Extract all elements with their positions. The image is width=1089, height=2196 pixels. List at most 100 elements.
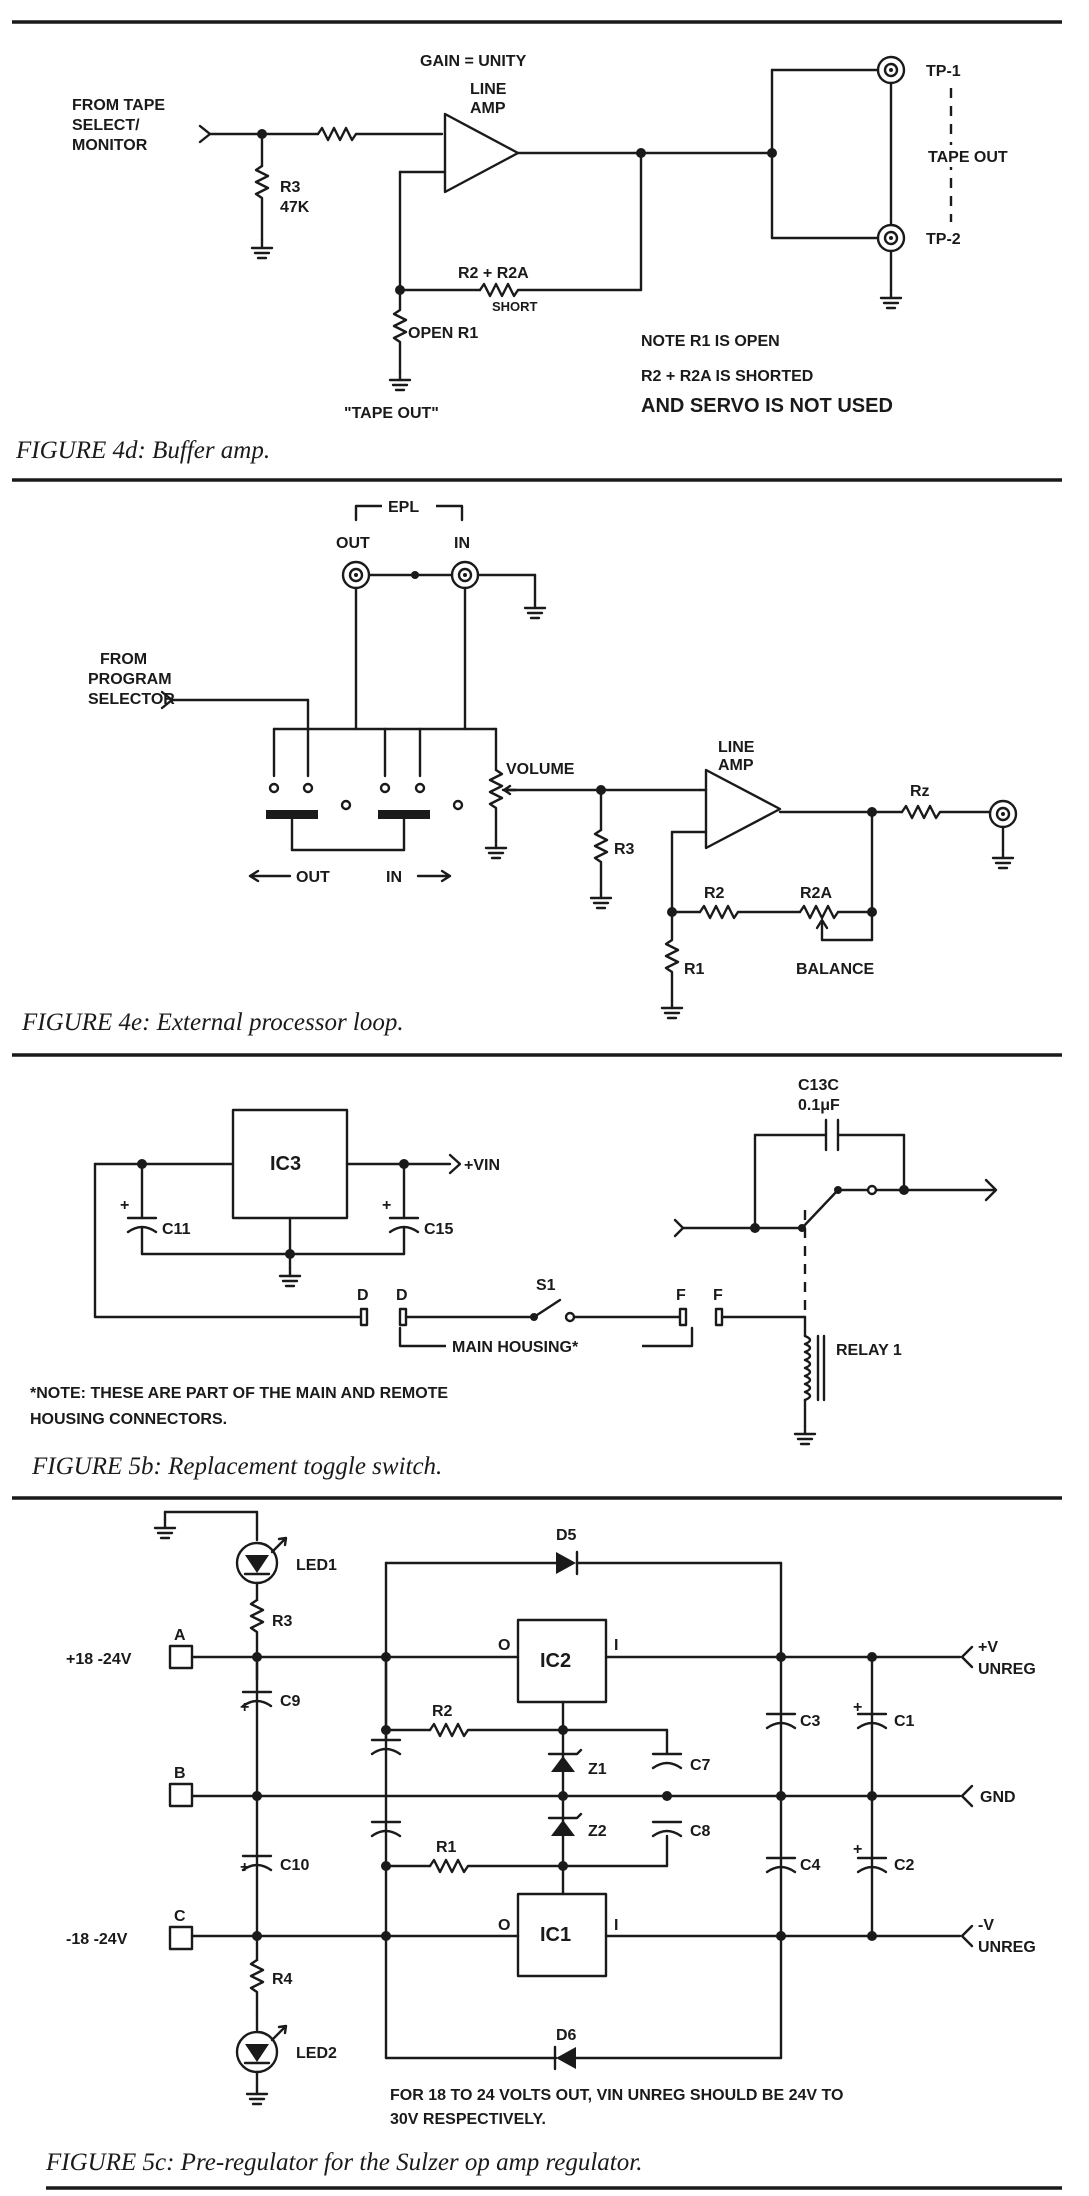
terminal-b bbox=[168, 1782, 194, 1808]
volume-label: VOLUME bbox=[506, 761, 575, 778]
pos-unreg-arrow bbox=[960, 1645, 974, 1669]
r3-label-5c: R3 bbox=[272, 1613, 293, 1630]
volume-pot bbox=[488, 768, 504, 842]
relay-label: RELAY 1 bbox=[836, 1342, 902, 1359]
terminal-a-label: A bbox=[174, 1627, 186, 1644]
source-label-3: MONITOR bbox=[72, 137, 148, 154]
c1-capacitor bbox=[856, 1721, 888, 1730]
caption-5c: FIGURE 5c: Pre-regulator for the Sulzer … bbox=[45, 2149, 642, 2176]
terminal-c bbox=[168, 1925, 194, 1951]
output-jack-4e bbox=[988, 799, 1018, 829]
program-label-3: SELECTOR bbox=[88, 691, 175, 708]
connector-f-main bbox=[678, 1307, 688, 1327]
ic1-i-label: I bbox=[614, 1917, 618, 1934]
r4-label: R4 bbox=[272, 1971, 293, 1988]
r3-label-4e: R3 bbox=[614, 841, 635, 858]
figure-4e-processor-loop: EPL OUT IN FROM PROGRAM SELECTOR bbox=[12, 478, 1062, 1036]
out-direction-arrow bbox=[248, 869, 292, 883]
c10-capacitor bbox=[241, 1854, 273, 1872]
out-arrow-label: OUT bbox=[296, 869, 330, 886]
connector-d-remote bbox=[359, 1307, 369, 1327]
s1-label: S1 bbox=[536, 1277, 556, 1294]
c3-label: C3 bbox=[800, 1713, 821, 1730]
switch-in-bar bbox=[378, 810, 430, 819]
note-line-1: NOTE R1 IS OPEN bbox=[641, 333, 780, 350]
d6-label: D6 bbox=[556, 2027, 577, 2044]
r3-resistor bbox=[254, 164, 270, 242]
r2-r2a-short bbox=[478, 282, 643, 298]
z2-zener bbox=[551, 1820, 575, 1836]
r2-resistor-5c bbox=[428, 1722, 565, 1738]
terminal-c-label: C bbox=[174, 1908, 186, 1925]
amp-label-4e-1: LINE bbox=[718, 739, 755, 756]
r1-label-4e: R1 bbox=[684, 961, 705, 978]
amp-label-4e-2: AMP bbox=[718, 757, 754, 774]
d5-diode bbox=[556, 1552, 576, 1574]
pos-unreg-label-2: UNREG bbox=[978, 1661, 1036, 1678]
line-amp-4d bbox=[443, 112, 520, 194]
epl-in-label: IN bbox=[454, 535, 470, 552]
svg-text:+: + bbox=[120, 1197, 129, 1214]
f-label-2: F bbox=[713, 1287, 723, 1304]
relay-contact bbox=[800, 1188, 840, 1230]
r3-label: R3 bbox=[280, 179, 301, 196]
neg-unreg-arrow bbox=[960, 1924, 974, 1948]
r3-resistor-5c bbox=[249, 1598, 265, 1660]
neg-unreg-label-1: -V bbox=[978, 1917, 994, 1934]
tape-out-label: TAPE OUT bbox=[928, 149, 1008, 166]
gnd-arrow bbox=[960, 1784, 974, 1808]
d5-label: D5 bbox=[556, 1527, 577, 1544]
r2a-label: R2A bbox=[800, 885, 832, 902]
r2a-pot bbox=[798, 904, 874, 920]
rz-label: Rz bbox=[910, 783, 930, 800]
c8-label: C8 bbox=[690, 1823, 711, 1840]
gnd-label: GND bbox=[980, 1789, 1016, 1806]
ic2-o-label: O bbox=[498, 1637, 510, 1654]
c13c-value: 0.1μF bbox=[798, 1097, 840, 1114]
z1-zener bbox=[551, 1756, 575, 1772]
ic3-label: IC3 bbox=[270, 1153, 301, 1175]
caption-4d: FIGURE 4d: Buffer amp. bbox=[15, 437, 270, 464]
ic1-o-label: O bbox=[498, 1917, 510, 1934]
c11-label: C11 bbox=[162, 1221, 191, 1238]
r4-resistor bbox=[249, 1958, 265, 2016]
switch-out-bar bbox=[266, 810, 318, 819]
c8-capacitor bbox=[651, 1829, 683, 1838]
balance-label: BALANCE bbox=[796, 961, 875, 978]
r2-label-5c: R2 bbox=[432, 1703, 453, 1720]
rz-resistor bbox=[900, 804, 992, 820]
r3-resistor-4e bbox=[593, 828, 609, 892]
ic2-label: IC2 bbox=[540, 1650, 571, 1672]
line-amp-4e bbox=[704, 768, 782, 850]
main-housing-label: MAIN HOUSING* bbox=[452, 1339, 579, 1356]
z1-label: Z1 bbox=[588, 1761, 607, 1778]
c9-label: C9 bbox=[280, 1693, 301, 1710]
epl-label: EPL bbox=[388, 499, 419, 516]
ic1-label: IC1 bbox=[540, 1924, 571, 1946]
amp-label-1: LINE bbox=[470, 81, 507, 98]
note-line-3: AND SERVO IS NOT USED bbox=[641, 395, 893, 417]
r2-resistor-4e bbox=[698, 904, 802, 920]
caption-4e: FIGURE 4e: External processor loop. bbox=[21, 1009, 404, 1036]
caption-5b: FIGURE 5b: Replacement toggle switch. bbox=[31, 1453, 442, 1480]
d-label-2: D bbox=[396, 1287, 408, 1304]
svg-text:+: + bbox=[240, 1699, 249, 1716]
led2-label: LED2 bbox=[296, 2045, 337, 2062]
tp1-label: TP-1 bbox=[926, 63, 961, 80]
c15-label: C15 bbox=[424, 1221, 453, 1238]
c4-label: C4 bbox=[800, 1857, 821, 1874]
d6-diode bbox=[556, 2047, 576, 2069]
c10-label: C10 bbox=[280, 1857, 309, 1874]
pos-unreg-label-1: +V bbox=[978, 1639, 998, 1656]
short-label: SHORT bbox=[492, 299, 538, 314]
in-arrow-label: IN bbox=[386, 869, 402, 886]
c7-label: C7 bbox=[690, 1757, 711, 1774]
r3-value: 47K bbox=[280, 199, 310, 216]
figure-4d-buffer-amp: GAIN = UNITY FROM TAPE SELECT/ MONITOR L… bbox=[12, 20, 1062, 464]
epl-in-jack bbox=[450, 560, 480, 590]
epl-out-jack bbox=[341, 560, 371, 590]
note-5c-1: FOR 18 TO 24 VOLTS OUT, VIN UNREG SHOULD… bbox=[390, 2087, 843, 2104]
input-resistor bbox=[316, 126, 444, 142]
led1-label: LED1 bbox=[296, 1557, 337, 1574]
